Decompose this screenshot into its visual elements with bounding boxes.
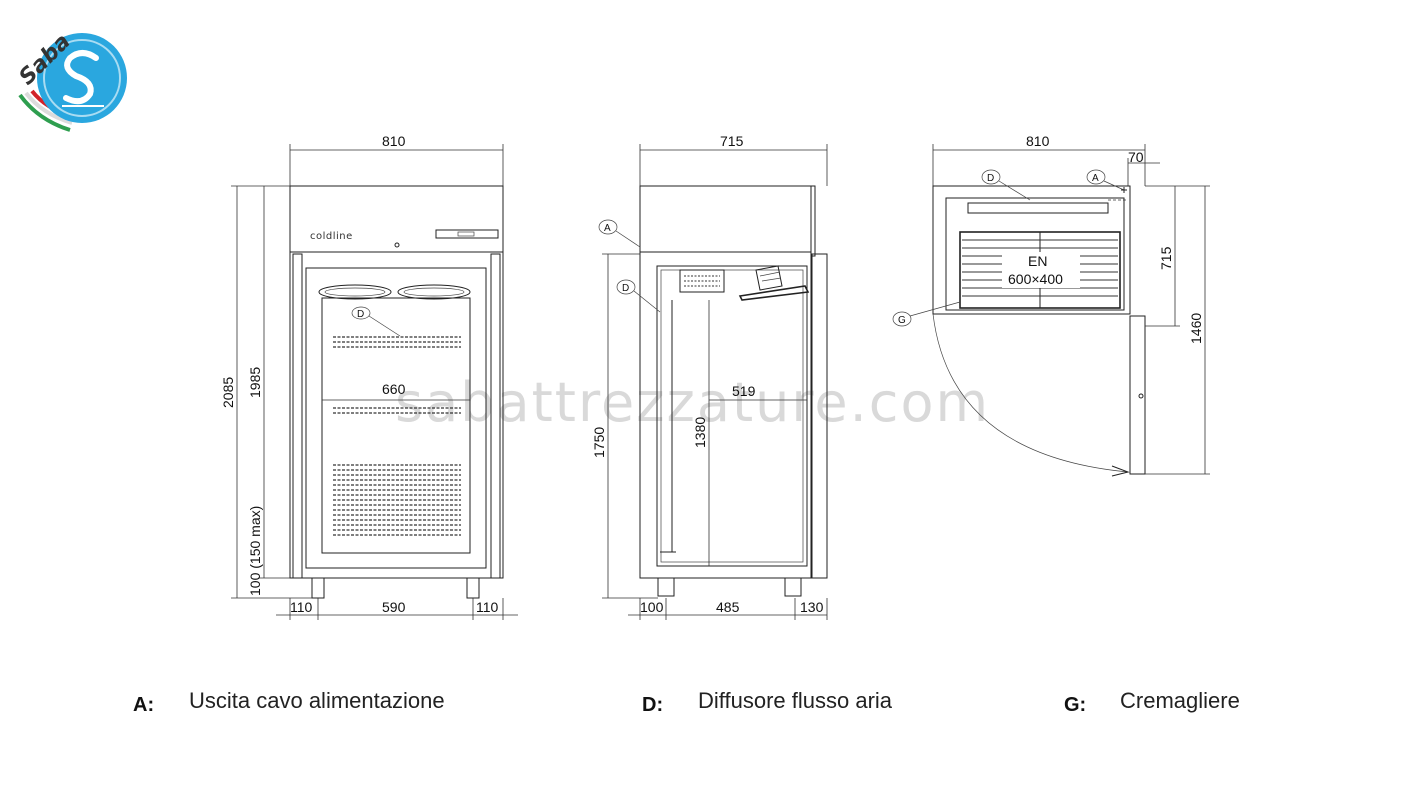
legend: A: Uscita cavo alimentazione D: Diffusor…: [0, 688, 1422, 728]
saba-logo: Saba: [15, 29, 127, 132]
top-offset-dimension: 70: [1128, 149, 1144, 165]
callout-a-side-label: A: [604, 223, 611, 234]
logo-s-glyph: [63, 50, 99, 105]
legend-key-a: A:: [133, 694, 155, 716]
top-width-dimension: 810: [1026, 133, 1050, 149]
foot-right: [466, 577, 480, 599]
lower-grille: [333, 407, 461, 536]
top-open-depth-dimension: 1460: [1188, 313, 1204, 344]
watermark: sabattrezzature.com: [395, 371, 990, 434]
tray-label-standard: EN: [1028, 253, 1047, 269]
side-door: [811, 253, 828, 579]
evaporator: [679, 269, 725, 293]
callout-g-top-label: G: [898, 315, 906, 326]
door-swing-arc: [932, 313, 1129, 473]
callout-d-side-label: D: [622, 283, 629, 294]
front-bottom-center-dimension: 590: [382, 599, 406, 615]
callout-g-top: [892, 311, 912, 327]
legend-key-d: D:: [642, 694, 664, 716]
callout-a-side: [598, 219, 618, 235]
front-view: 810 coldline: [220, 133, 518, 620]
tray-label-size: 600×400: [1008, 271, 1063, 287]
control-panel: [435, 229, 499, 239]
side-width-dimension: 715: [720, 133, 744, 149]
side-bottom-right-dimension: 130: [800, 599, 824, 615]
callout-a-top-label: A: [1092, 173, 1099, 184]
top-view: 810 70 EN 600×400 D: [892, 133, 1210, 477]
side-fan: [738, 285, 810, 301]
front-inner-width-dimension: 660: [382, 381, 406, 397]
foot-left: [311, 577, 325, 599]
top-diffuser: [967, 202, 1109, 214]
callout-a-top: [1086, 169, 1106, 185]
callout-d-side: [616, 279, 636, 295]
fan-right: [397, 284, 471, 300]
front-total-height-dimension: 2085: [220, 377, 236, 408]
top-depth-dimension: 715: [1158, 246, 1174, 270]
side-bottom-left-dimension: 100: [640, 599, 664, 615]
callout-d-top: [981, 169, 1001, 185]
front-body-height-dimension: 1985: [247, 367, 263, 398]
legend-text-a: Uscita cavo alimentazione: [189, 688, 445, 713]
fan-left: [318, 284, 392, 300]
legend-key-g: G:: [1064, 694, 1087, 716]
logo-ring: [43, 39, 121, 117]
side-view: 715 1380 519 A D: [591, 133, 828, 620]
side-inner-depth-dimension: 519: [732, 383, 756, 399]
flag-stripe-green: [18, 93, 71, 132]
side-foot-right: [784, 577, 802, 597]
front-bottom-left-dimension: 110: [290, 599, 313, 615]
front-feet-height-dimension: 100 (150 max): [247, 506, 263, 596]
legend-text-d: Diffusore flusso aria: [698, 688, 893, 713]
front-width-dimension: 810: [382, 133, 406, 149]
lock-icon: [394, 242, 400, 248]
brand-label: coldline: [310, 231, 353, 242]
callout-d-top-label: D: [987, 173, 994, 184]
legend-text-g: Cremagliere: [1120, 688, 1240, 713]
callout-d-front-label: D: [357, 309, 364, 320]
side-bottom-center-dimension: 485: [716, 599, 740, 615]
side-inner-height-dimension: 1380: [692, 417, 708, 448]
top-door: [1129, 315, 1146, 475]
front-bottom-right-dimension: 110: [476, 599, 499, 615]
flag-stripe-white: [24, 91, 73, 125]
callout-d-front: [351, 306, 371, 320]
upper-grille: [333, 336, 461, 348]
side-foot-left: [657, 577, 675, 597]
side-door-height-dimension: 1750: [591, 427, 607, 458]
